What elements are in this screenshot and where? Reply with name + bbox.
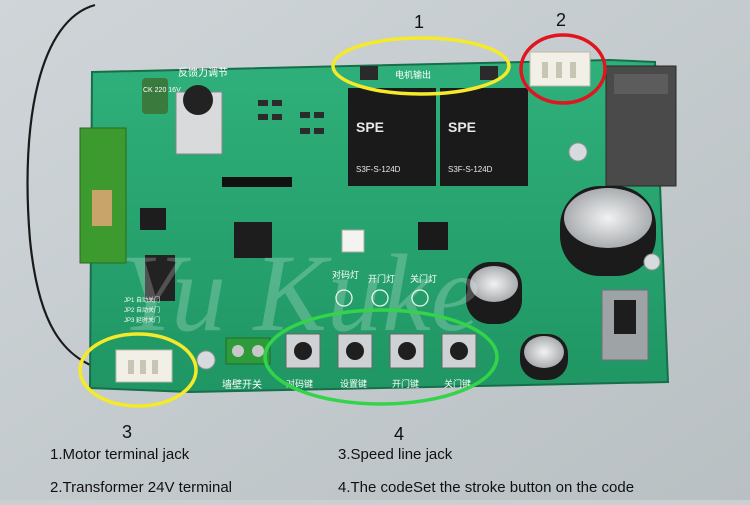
jumper-block xyxy=(145,255,175,301)
watermark: Yu Kuke xyxy=(120,232,480,354)
highlight-2-red xyxy=(519,33,607,105)
push-button-code xyxy=(285,333,321,369)
jp2-label: JP2 自动关门 xyxy=(124,306,160,314)
marker-4: 4 xyxy=(394,424,405,444)
regulator xyxy=(418,222,448,250)
jp1-label: JP1 自动关门 xyxy=(124,296,160,304)
ic-chip xyxy=(140,208,166,230)
top-cn-label: 反馈力调节 xyxy=(178,66,228,79)
highlight-4-green xyxy=(263,308,499,406)
push-button-close xyxy=(441,333,477,369)
pin-header xyxy=(222,177,292,187)
open-light-label: 开门灯 xyxy=(368,273,395,284)
btn3-label: 开门键 xyxy=(392,378,419,389)
btn1-label: 对码键 xyxy=(286,378,313,389)
wall-switch-label: 墙壁开关 xyxy=(222,378,262,391)
cap-label: CK 220 16V xyxy=(143,87,181,94)
close-light-label: 关门灯 xyxy=(410,273,437,284)
indicator-leds xyxy=(335,289,429,307)
btn4-label: 关门键 xyxy=(444,378,471,389)
motor-cn-label: 电机输出 xyxy=(395,69,431,80)
relay-right: SPE S3F-S-124D xyxy=(440,88,528,186)
marker-3: 3 xyxy=(122,422,133,442)
motor-terminal-left xyxy=(360,66,378,80)
led-white xyxy=(341,229,365,253)
mcu-chip xyxy=(234,222,272,258)
antenna-wire xyxy=(26,3,111,374)
capacitor-mid xyxy=(466,262,522,324)
relay-right-brand: SPE xyxy=(448,119,476,135)
jp3-label: JP3 延时关门 xyxy=(124,316,160,324)
btn2-label: 设置键 xyxy=(340,378,367,389)
caption-2: 2.Transformer 24V terminal xyxy=(50,479,233,496)
connector-pins xyxy=(542,62,576,78)
highlight-3-yellow xyxy=(78,332,198,408)
small-capacitor xyxy=(142,78,168,114)
code-light-label: 对码灯 xyxy=(332,269,359,280)
motor-terminal-right xyxy=(480,66,498,80)
receiver-coil xyxy=(92,190,112,226)
marker-2: 2 xyxy=(556,10,567,30)
highlight-1-yellow xyxy=(331,36,511,96)
push-button-set xyxy=(337,333,373,369)
relay-left-model: S3F-S-124D xyxy=(356,165,401,174)
caption-3: 3.Speed line jack xyxy=(338,446,453,463)
large-capacitor xyxy=(560,186,656,276)
relay-left: SPE S3F-S-124D xyxy=(348,88,436,186)
smd-components xyxy=(258,100,324,134)
relay-left-brand: SPE xyxy=(356,119,384,135)
caption-1: 1.Motor terminal jack xyxy=(50,446,190,463)
caption-4: 4.The codeSet the stroke button on the c… xyxy=(338,479,635,496)
marker-1: 1 xyxy=(414,12,425,32)
mounting-holes xyxy=(196,142,661,370)
push-button-open xyxy=(389,333,425,369)
potentiometer-knob xyxy=(183,85,213,115)
relay-right-model: S3F-S-124D xyxy=(448,165,493,174)
capacitor-low xyxy=(520,334,568,380)
